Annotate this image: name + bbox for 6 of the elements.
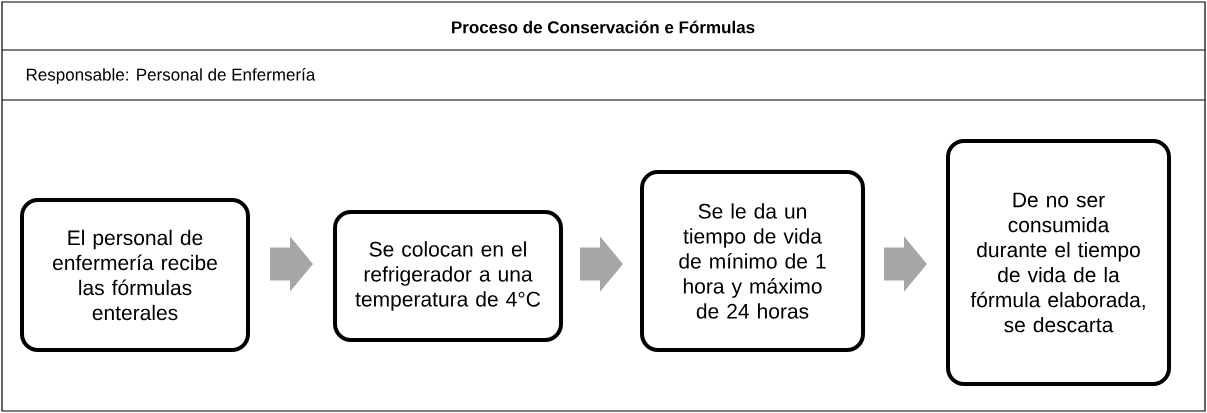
process-box: De no ser consumida durante el tiempo de vida de la fórmula elaborada, se descarta [946,139,1171,386]
process-box: El personal de enfermería recibe las fórmulas enterales [20,198,250,352]
title: Proceso de Conservación e Fórmulas [452,20,755,34]
process-box: Se colocan en el refrigerador a una temperatura de 4°C [333,210,563,342]
process-box: Se le da un tiempo de vida de mínimo de 1 hora y máximo de 24 horas [640,170,865,352]
responsible-label: Responsable: Personal de Enfermería [26,68,316,85]
